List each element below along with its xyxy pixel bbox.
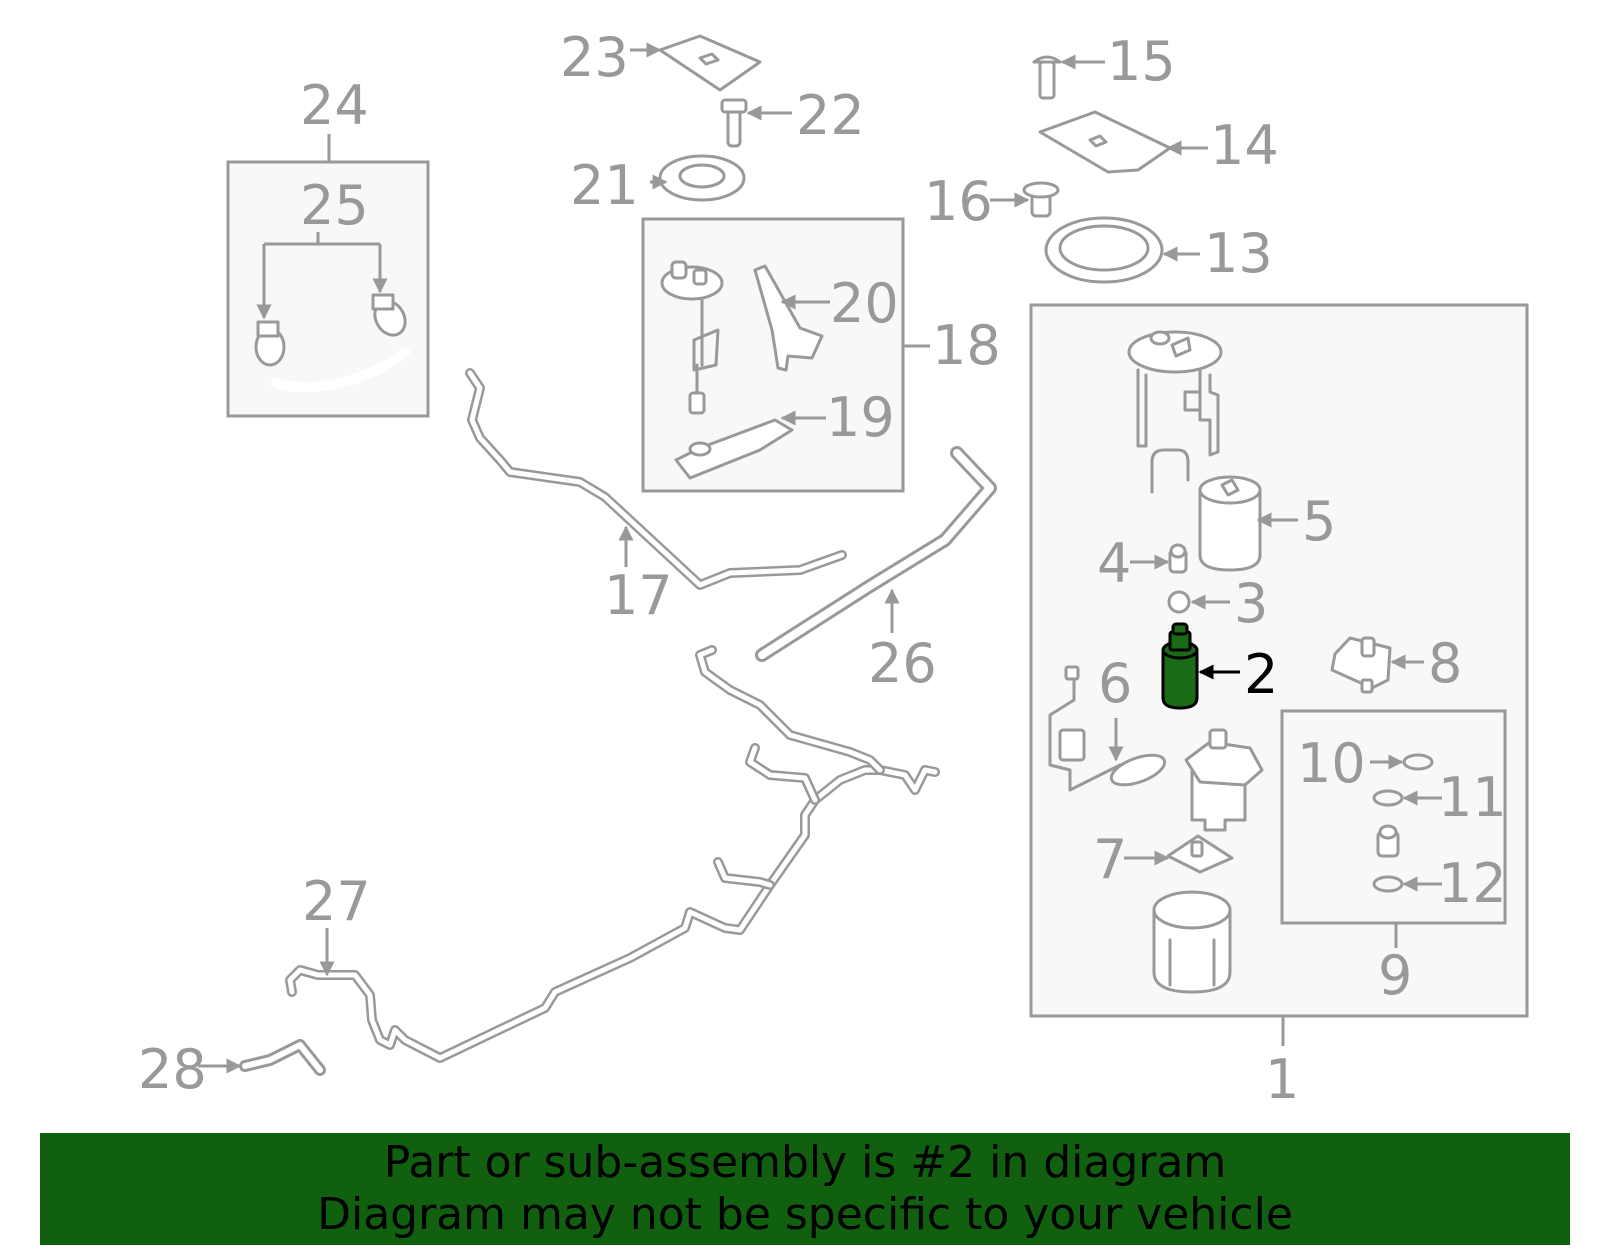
sender-unit-18 xyxy=(660,260,930,480)
callout-24: 24 xyxy=(300,74,369,137)
fuel-line-17 xyxy=(465,368,847,590)
hose-clamp-assembly xyxy=(254,134,410,393)
callout-22: 22 xyxy=(796,84,865,147)
callout-14: 14 xyxy=(1210,114,1279,177)
callout-3: 3 xyxy=(1234,572,1268,635)
callout-11: 11 xyxy=(1438,766,1507,829)
callout-6: 6 xyxy=(1098,652,1132,715)
callout-7: 7 xyxy=(1093,828,1127,891)
banner-line-1: Part or sub-assembly is #2 in diagram xyxy=(383,1137,1227,1188)
callout-25: 25 xyxy=(300,174,369,237)
hose-28 xyxy=(198,1039,326,1076)
banner-line-2: Diagram may not be specific to your vehi… xyxy=(317,1189,1293,1240)
group-box-9 xyxy=(1280,709,1507,925)
fuel-pump-module-1 xyxy=(1048,330,1442,1046)
parts-13-16 xyxy=(990,54,1208,284)
callout-8: 8 xyxy=(1428,632,1462,695)
callout-13: 13 xyxy=(1204,222,1273,285)
fuel-pump-2-highlighted xyxy=(1161,622,1199,710)
callout-18: 18 xyxy=(932,314,1001,377)
callout-20: 20 xyxy=(830,272,899,335)
callout-5: 5 xyxy=(1302,490,1336,553)
callout-26: 26 xyxy=(868,632,937,695)
callout-27: 27 xyxy=(302,870,371,933)
callout-17: 17 xyxy=(604,564,673,627)
callout-1: 1 xyxy=(1265,1048,1299,1111)
group-box-18 xyxy=(641,217,905,493)
fuel-line-26 xyxy=(755,446,997,662)
callout-19: 19 xyxy=(826,386,895,449)
callout-16: 16 xyxy=(924,170,993,233)
callout-28: 28 xyxy=(138,1038,207,1101)
callout-21: 21 xyxy=(570,154,639,217)
callout-12: 12 xyxy=(1438,852,1507,915)
info-banner: Part or sub-assembly is #2 in diagram Di… xyxy=(40,1133,1570,1245)
callout-15: 15 xyxy=(1107,30,1176,93)
fuel-line-27 xyxy=(285,645,940,1063)
group-box-24 xyxy=(226,160,430,418)
parts-21-23 xyxy=(630,34,792,202)
callout-9: 9 xyxy=(1378,944,1412,1007)
callout-4: 4 xyxy=(1097,532,1131,595)
callout-10: 10 xyxy=(1297,732,1366,795)
callout-2: 2 xyxy=(1244,643,1278,706)
callout-23: 23 xyxy=(560,26,629,89)
